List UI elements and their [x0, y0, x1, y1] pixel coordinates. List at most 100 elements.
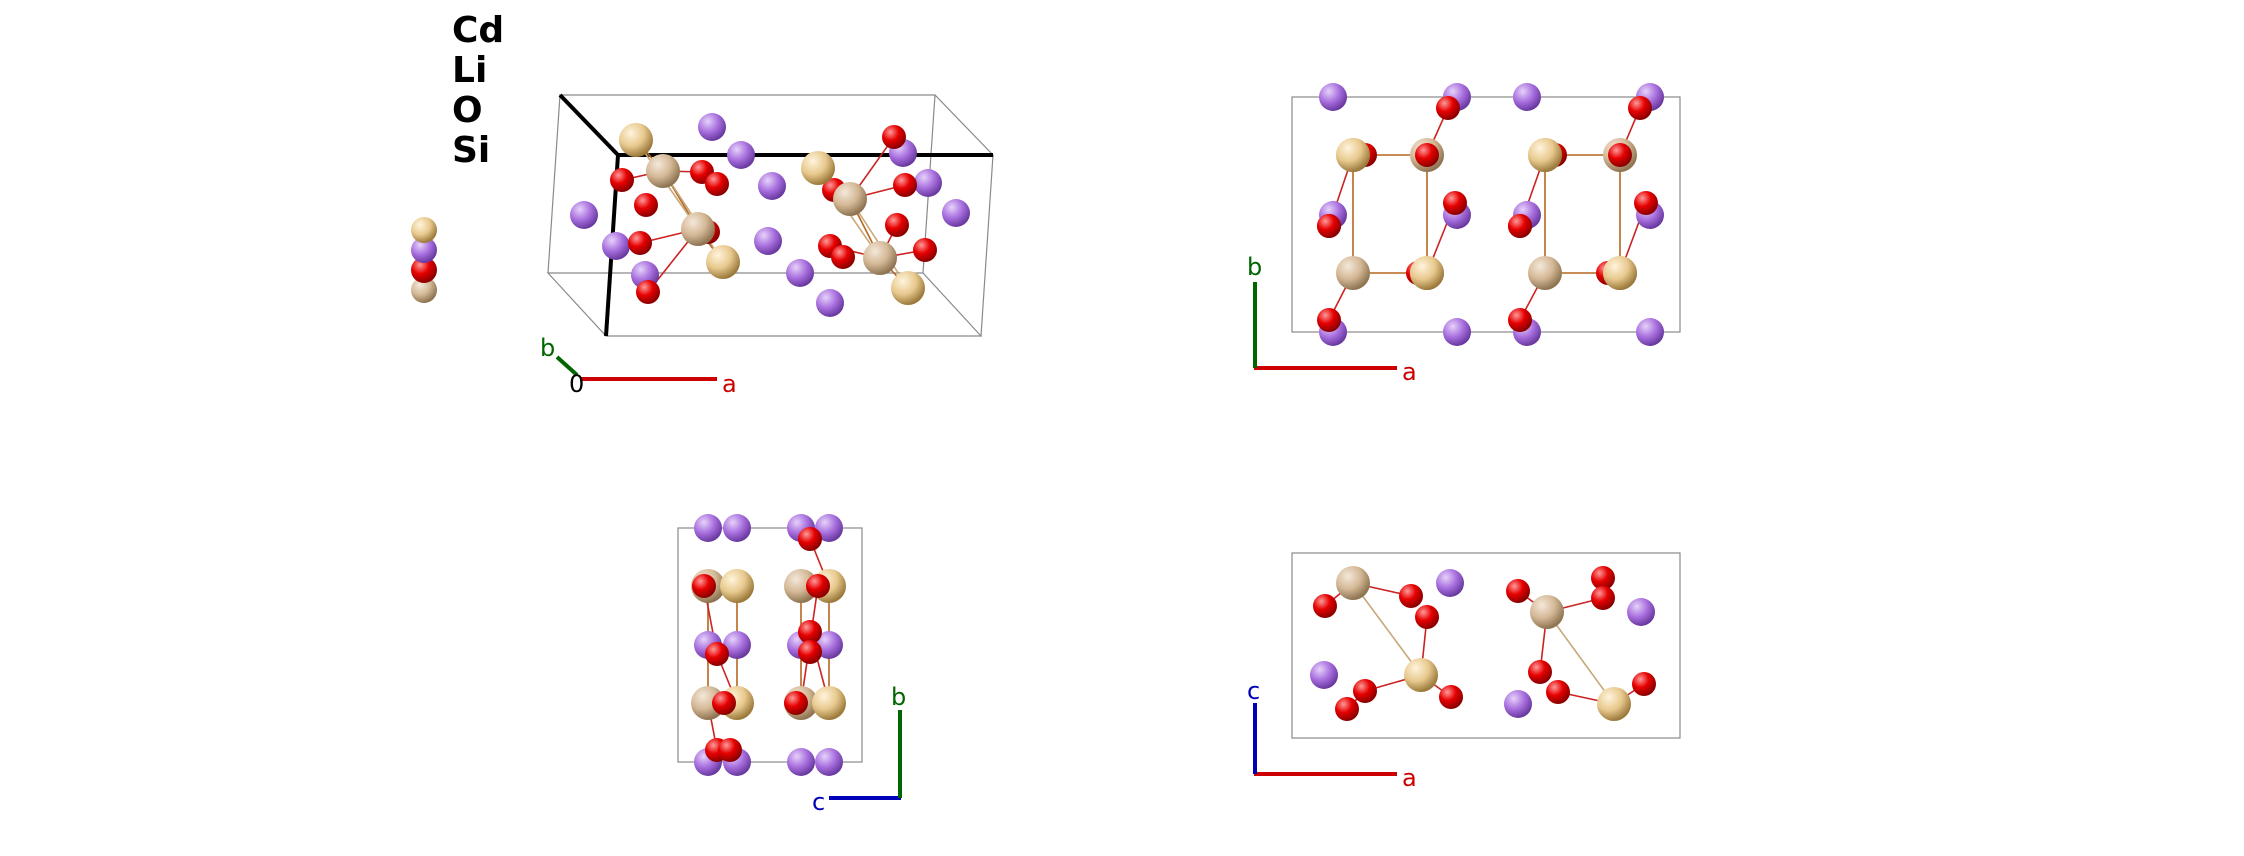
atom-o — [1591, 586, 1615, 610]
atom-cd — [1603, 256, 1637, 290]
atom-o — [1415, 143, 1439, 167]
atom-si — [833, 182, 867, 216]
atom-cd — [720, 569, 754, 603]
atom-o — [1508, 214, 1532, 238]
atom-o — [1632, 672, 1656, 696]
atom-o — [692, 574, 716, 598]
atom-o — [806, 574, 830, 598]
atom-o — [705, 642, 729, 666]
legend-label-o: O — [452, 90, 483, 131]
atom-li — [1513, 83, 1541, 111]
atom-li — [1310, 661, 1338, 689]
unit-cell-ac — [1291, 552, 1681, 739]
axis-b-label: b — [1247, 253, 1262, 281]
atoms-ab — [1317, 83, 1664, 346]
atom-o — [1506, 579, 1530, 603]
atom-o — [636, 280, 660, 304]
view-ac: a c — [1247, 552, 1681, 792]
view-perspective: a b 0 — [540, 93, 995, 398]
bond — [1546, 611, 1615, 705]
atom-o — [1443, 191, 1467, 215]
atom-li — [754, 227, 782, 255]
atom-li — [698, 113, 726, 141]
atom-cd — [812, 686, 846, 720]
atom-o — [1634, 191, 1658, 215]
axis-b-label: b — [891, 683, 906, 711]
legend-label-si: Si — [452, 130, 490, 171]
atom-si — [863, 241, 897, 275]
atom-li — [914, 169, 942, 197]
atom-cd — [1528, 138, 1562, 172]
atom-o — [885, 213, 909, 237]
view-ab: a b — [1247, 83, 1681, 386]
atoms-perspective — [570, 113, 970, 317]
atom-li — [942, 199, 970, 227]
axis-indicator-ac: a c — [1247, 677, 1417, 792]
atoms-ac — [1310, 566, 1656, 721]
atom-o — [610, 168, 634, 192]
atom-o — [718, 738, 742, 762]
legend-label-cd: Cd — [452, 10, 504, 51]
atom-o — [893, 173, 917, 197]
element-legend: Cd Li O Si — [411, 10, 504, 303]
atom-si — [646, 154, 680, 188]
atom-o — [1508, 308, 1532, 332]
atom-o — [1436, 96, 1460, 120]
atom-si — [1336, 566, 1370, 600]
legend-swatch-stack — [411, 217, 437, 303]
atom-si — [1530, 595, 1564, 629]
atom-o — [1415, 605, 1439, 629]
atom-li — [570, 201, 598, 229]
axis-a-label: a — [722, 370, 737, 398]
atom-li — [1319, 83, 1347, 111]
atom-li — [815, 514, 843, 542]
atom-li — [815, 748, 843, 776]
atom-o — [1335, 697, 1359, 721]
legend-label-li: Li — [452, 50, 487, 91]
atom-cd — [891, 271, 925, 305]
atom-li — [694, 514, 722, 542]
atom-o — [913, 238, 937, 262]
atom-si — [1336, 256, 1370, 290]
legend-swatch-si — [411, 277, 437, 303]
axis-c-label: c — [1247, 677, 1260, 705]
atom-o — [628, 231, 652, 255]
atom-li — [1443, 318, 1471, 346]
atom-li — [723, 631, 751, 659]
axis-b-label: b — [540, 334, 555, 362]
axis-indicator-cb: c b — [812, 683, 906, 816]
atom-o — [705, 172, 729, 196]
atom-o — [1399, 584, 1423, 608]
atom-li — [723, 514, 751, 542]
atom-cd — [1597, 687, 1631, 721]
atom-li — [1504, 690, 1532, 718]
atom-o — [1546, 680, 1570, 704]
atom-si — [1528, 256, 1562, 290]
bond — [1352, 582, 1422, 676]
atom-si — [681, 212, 715, 246]
origin-label: 0 — [569, 370, 584, 398]
atom-li — [758, 172, 786, 200]
legend-swatch-li — [411, 237, 437, 263]
atom-cd — [1404, 658, 1438, 692]
atom-li — [1636, 318, 1664, 346]
atom-o — [1528, 660, 1552, 684]
atom-li — [1436, 569, 1464, 597]
atom-o — [1353, 679, 1377, 703]
axis-a-label: a — [1402, 358, 1417, 386]
atom-o — [1591, 566, 1615, 590]
legend-swatch-cd — [411, 217, 437, 243]
atom-cd — [1410, 256, 1444, 290]
atom-o — [634, 193, 658, 217]
atom-o — [798, 620, 822, 644]
atom-o — [798, 640, 822, 664]
axis-b-line — [555, 355, 579, 377]
atom-li — [602, 232, 630, 260]
atom-cd — [706, 245, 740, 279]
atom-o — [1317, 214, 1341, 238]
atom-o — [1313, 594, 1337, 618]
atom-cd — [801, 151, 835, 185]
legend-swatch-o — [411, 257, 437, 283]
atoms-cb — [691, 514, 846, 776]
